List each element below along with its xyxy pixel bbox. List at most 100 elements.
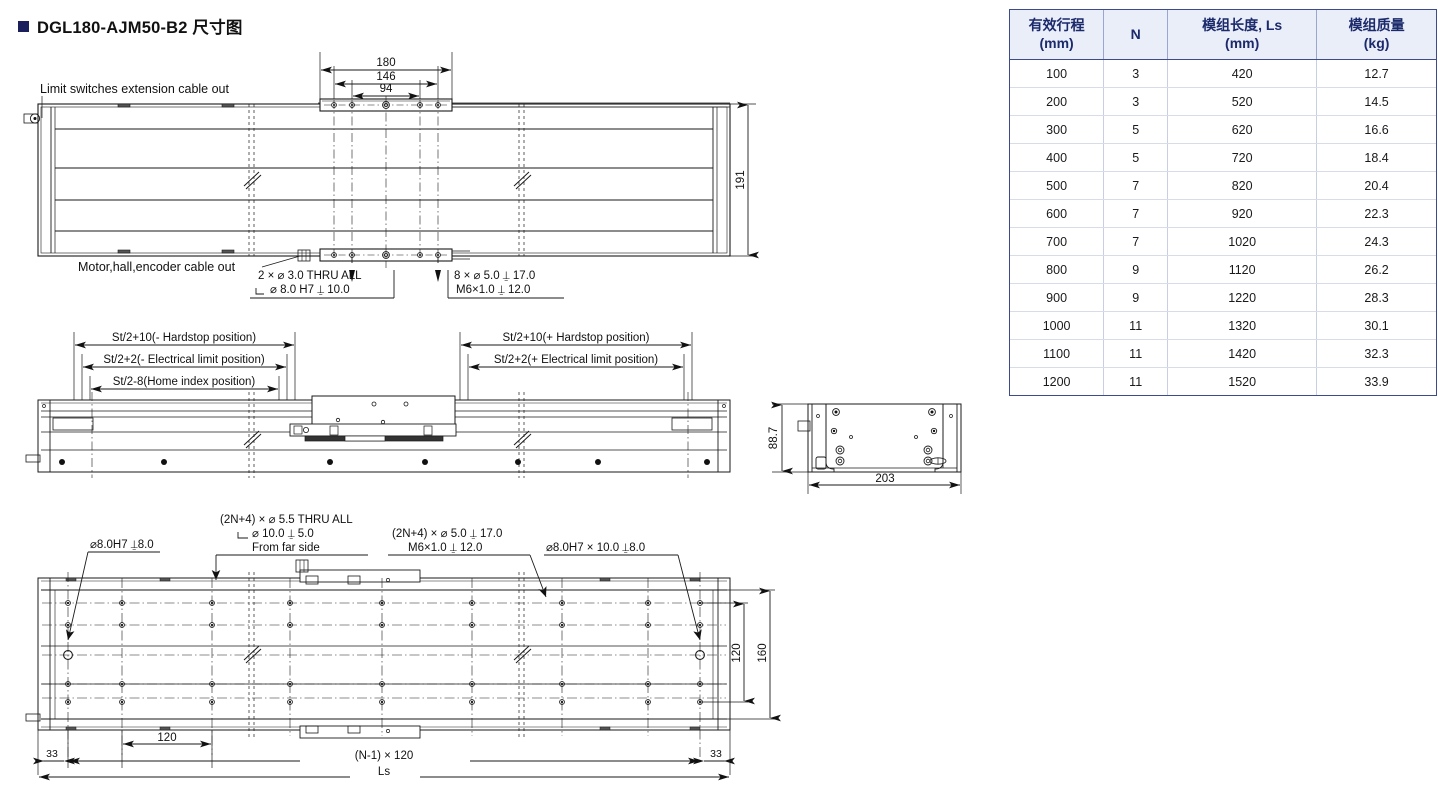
header-module-length-l1: 模组长度, Ls bbox=[1202, 17, 1283, 33]
dim-120-vertical-label: 120 bbox=[731, 643, 743, 662]
spec-table-header-row: 有效行程 (mm) N 模组长度, Ls (mm) 模组质量 (kg) bbox=[1010, 10, 1436, 60]
technical-drawing: 180 146 94 Limit switches extension cabl… bbox=[23, 52, 962, 781]
table-cell-0: 600 bbox=[1010, 199, 1105, 228]
table-cell-1: 9 bbox=[1103, 255, 1169, 284]
dim-neg-elec-limit: St/2+2(- Electrical limit position) bbox=[81, 354, 288, 400]
table-cell-1: 3 bbox=[1103, 59, 1169, 88]
table-cell-0: 1100 bbox=[1010, 339, 1105, 368]
table-cell-0: 1200 bbox=[1010, 367, 1105, 395]
header-module-mass: 模组质量 (kg) bbox=[1316, 10, 1436, 60]
break-line-right-mid bbox=[513, 392, 532, 478]
dim-160-vertical: 160 bbox=[700, 587, 781, 722]
dim-pos-elec-limit: St/2+2(+ Electrical limit position) bbox=[467, 354, 685, 400]
page-title-text: DGL180-AJM50-B2 尺寸图 bbox=[37, 19, 243, 37]
home-index-label: St/2-8(Home index position) bbox=[113, 376, 256, 388]
bolt-hole-grid bbox=[42, 600, 726, 705]
table-cell-0: 800 bbox=[1010, 255, 1105, 284]
table-cell-1: 11 bbox=[1103, 339, 1169, 368]
dim-88-7: 88.7 bbox=[768, 401, 812, 475]
break-line-right bbox=[513, 104, 532, 256]
callout-far-left-hole: ⌀8.0H7 ⍊8.0 bbox=[66, 539, 160, 641]
callout-mid-line1: (2N+4) × ⌀ 5.5 THRU ALL bbox=[220, 514, 353, 526]
table-cell-1: 3 bbox=[1103, 87, 1169, 116]
table-cell-2: 1120 bbox=[1167, 255, 1318, 284]
dim-33-right: 33 bbox=[693, 730, 735, 775]
table-cell-1: 5 bbox=[1103, 115, 1169, 144]
table-cell-1: 7 bbox=[1103, 171, 1169, 200]
table-cell-2: 620 bbox=[1167, 115, 1318, 144]
limit-switch-callout: Limit switches extension cable out bbox=[40, 82, 230, 118]
limit-switch-label: Limit switches extension cable out bbox=[40, 82, 230, 96]
dim-120-horizontal: 120 bbox=[67, 730, 213, 768]
callout-left-line2: ⌀ 8.0 H7 ⍊ 10.0 bbox=[270, 284, 350, 296]
callout-far-right-label: ⌀8.0H7 × 10.0 ⍊8.0 bbox=[546, 542, 645, 554]
callout-mid-holes: (2N+4) × ⌀ 5.5 THRU ALL ⌀ 10.0 ⍊ 5.0 Fro… bbox=[211, 514, 368, 580]
dim-120-vertical: 120 bbox=[700, 600, 755, 705]
motor-cable-label: Motor,hall,encoder cable out bbox=[78, 260, 236, 274]
table-cell-3: 20.4 bbox=[1316, 171, 1436, 200]
dim-120-horizontal-label: 120 bbox=[157, 732, 176, 744]
top-view: 180 146 94 Limit switches extension cabl… bbox=[23, 52, 759, 299]
table-cell-1: 7 bbox=[1103, 227, 1169, 256]
table-cell-2: 520 bbox=[1167, 87, 1318, 116]
table-cell-2: 820 bbox=[1167, 171, 1318, 200]
title-bullet-icon bbox=[18, 20, 29, 32]
header-module-length: 模组长度, Ls (mm) bbox=[1167, 10, 1318, 60]
callout-m6-line2: M6×1.0 ⍊ 12.0 bbox=[408, 542, 482, 554]
dim-191: 191 bbox=[730, 101, 759, 259]
callout-left-line1: 2 × ⌀ 3.0 THRU ALL bbox=[258, 270, 362, 282]
dim-203: 203 bbox=[807, 472, 962, 494]
callout-mid-line3: From far side bbox=[252, 542, 320, 554]
dim-203-label: 203 bbox=[875, 473, 894, 485]
callout-mid-line2: ⌀ 10.0 ⍊ 5.0 bbox=[252, 528, 314, 540]
header-module-mass-l2: (kg) bbox=[1363, 34, 1390, 51]
table-cell-1: 11 bbox=[1103, 367, 1169, 395]
table-cell-2: 720 bbox=[1167, 143, 1318, 172]
table-cell-3: 18.4 bbox=[1316, 143, 1436, 172]
table-cell-0: 700 bbox=[1010, 227, 1105, 256]
table-cell-2: 920 bbox=[1167, 199, 1318, 228]
table-cell-2: 420 bbox=[1167, 59, 1318, 88]
pos-hardstop-label: St/2+10(+ Hardstop position) bbox=[502, 332, 649, 344]
side-view: 88.7 203 bbox=[768, 401, 962, 494]
header-effective-stroke: 有效行程 (mm) bbox=[1010, 10, 1105, 60]
table-cell-3: 28.3 bbox=[1316, 283, 1436, 312]
dim-neg-hardstop: St/2+10(- Hardstop position) bbox=[73, 332, 296, 400]
dim-33-left: 33 bbox=[33, 730, 75, 775]
table-cell-0: 300 bbox=[1010, 115, 1105, 144]
table-cell-0: 900 bbox=[1010, 283, 1105, 312]
table-cell-1: 11 bbox=[1103, 311, 1169, 340]
table-cell-0: 100 bbox=[1010, 59, 1105, 88]
header-n: N bbox=[1103, 10, 1169, 60]
table-cell-2: 1520 bbox=[1167, 367, 1318, 395]
break-line-right-bot bbox=[513, 572, 532, 740]
dim-160-vertical-label: 160 bbox=[757, 643, 769, 662]
dim-180-label: 180 bbox=[376, 57, 395, 69]
table-cell-3: 16.6 bbox=[1316, 115, 1436, 144]
neg-hardstop-label: St/2+10(- Hardstop position) bbox=[112, 332, 256, 344]
table-cell-2: 1420 bbox=[1167, 339, 1318, 368]
dim-88-7-label: 88.7 bbox=[768, 427, 780, 449]
header-effective-stroke-l1: 有效行程 bbox=[1028, 17, 1085, 33]
callout-left-holes: 2 × ⌀ 3.0 THRU ALL ⌀ 8.0 H7 ⍊ 10.0 bbox=[250, 257, 395, 299]
dim-191-label: 191 bbox=[735, 170, 747, 189]
dim-180: 180 bbox=[319, 52, 453, 106]
table-cell-0: 400 bbox=[1010, 143, 1105, 172]
table-cell-0: 1000 bbox=[1010, 311, 1105, 340]
header-module-mass-l1: 模组质量 bbox=[1348, 17, 1405, 33]
table-cell-3: 30.1 bbox=[1316, 311, 1436, 340]
middle-view: St/2+10(- Hardstop position) St/2+2(- El… bbox=[25, 332, 731, 478]
dim-94-label: 94 bbox=[380, 83, 393, 95]
motor-cable-callout: Motor,hall,encoder cable out bbox=[78, 255, 301, 274]
table-cell-0: 500 bbox=[1010, 171, 1105, 200]
header-effective-stroke-l2: (mm) bbox=[1039, 34, 1074, 51]
